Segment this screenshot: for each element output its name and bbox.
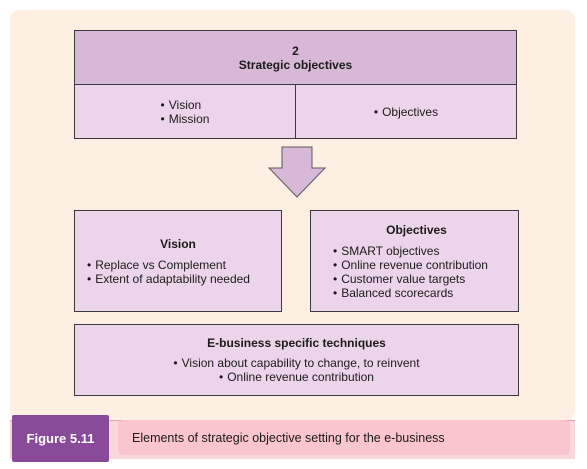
objectives-title: Objectives	[386, 222, 447, 237]
vision-mission-cell: Vision Mission	[74, 84, 296, 139]
list-item: Vision about capability to change, to re…	[173, 356, 420, 370]
diagram-panel: 2 Strategic objectives Vision Mission Ob…	[10, 10, 575, 421]
stage-number: 2	[292, 43, 299, 58]
list-item: Online revenue contribution	[333, 258, 500, 272]
list-item: SMART objectives	[333, 244, 500, 258]
list-item: Customer value targets	[333, 272, 500, 286]
down-arrow-icon	[267, 146, 327, 198]
list-item: Online revenue contribution	[173, 370, 419, 384]
strategic-objectives-box: 2 Strategic objectives	[74, 30, 517, 85]
vision-box: Vision Replace vs Complement Extent of a…	[74, 210, 282, 312]
figure-caption: Elements of strategic objective setting …	[118, 420, 570, 455]
techniques-box: E-business specific techniques Vision ab…	[74, 324, 519, 396]
list-item: Mission	[161, 112, 210, 126]
figure-label: Figure 5.11	[12, 415, 109, 462]
list-item: Vision	[161, 98, 210, 112]
objectives-box: Objectives SMART objectives Online reven…	[310, 210, 519, 312]
list-item: Balanced scorecards	[333, 286, 500, 300]
techniques-title: E-business specific techniques	[207, 336, 386, 350]
list-item: Extent of adaptability needed	[87, 272, 269, 286]
objectives-cell: Objectives	[295, 84, 517, 139]
stage-title: Strategic objectives	[238, 57, 353, 72]
list-item: Objectives	[374, 105, 438, 119]
vision-title: Vision	[160, 236, 196, 251]
list-item: Replace vs Complement	[87, 258, 269, 272]
